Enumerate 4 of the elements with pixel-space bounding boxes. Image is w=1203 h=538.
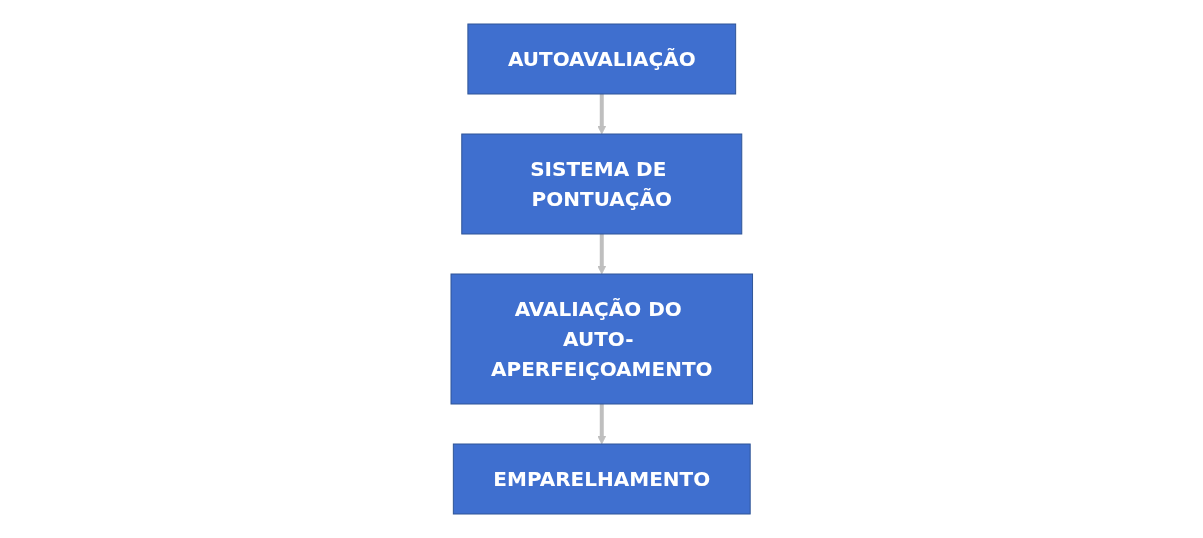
- node-box: AUTOAVALIAÇÃO: [467, 23, 736, 95]
- node-box: SISTEMA DE PONTUAÇÃO: [461, 133, 742, 235]
- node-box: EMPARELHAMENTO: [452, 443, 751, 515]
- node-box: AVALIAÇÃO DO AUTO- APERFEIÇOAMENTO: [450, 273, 753, 405]
